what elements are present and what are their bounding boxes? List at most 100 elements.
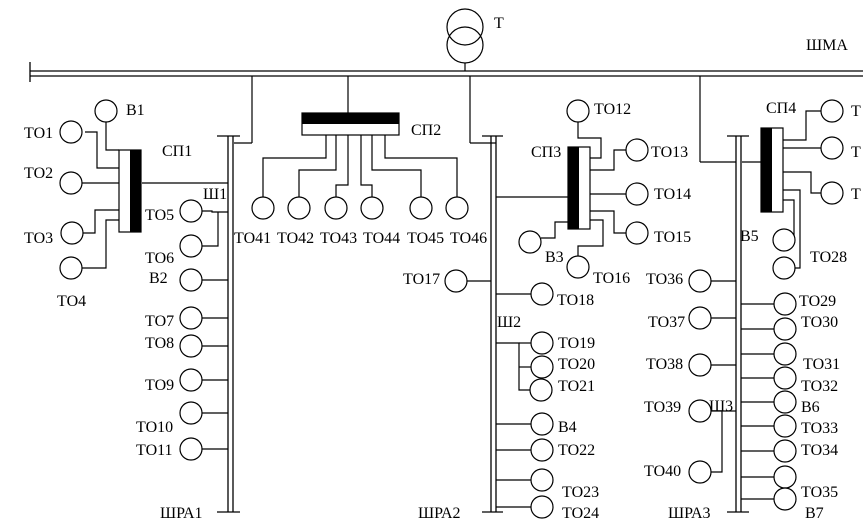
load-TO39 [688,399,712,423]
load-TO35-label: ТО35 [801,484,838,501]
load-TO31-label: ТО31 [803,356,840,373]
sp3-load-wiring [541,122,626,256]
load-T-2-label: Т [851,144,861,161]
bus-shra2-label: ШРА2 [418,505,461,522]
load-TO37 [688,306,712,330]
load-TO5-label: ТО5 [145,207,174,224]
sp2-load-wiring [262,135,458,197]
load-TO20-label: ТО20 [558,356,595,373]
load-TO41 [251,196,275,220]
load-TO1-label: ТО1 [24,125,53,142]
load-B5-label: В5 [740,228,759,245]
load-B1 [94,99,118,123]
cabinet-sp4-label: СП4 [766,100,796,117]
load-TO22 [530,438,554,462]
load-TO3 [60,221,84,245]
cabinet-sp4 [760,127,784,213]
load-TO21 [529,378,553,402]
load-B6-label: В6 [801,399,820,416]
load-TO42 [287,196,311,220]
sp1-load-wiring [82,122,119,269]
load-B3-label: В3 [545,249,564,266]
load-B1-label: В1 [126,102,145,119]
load-TO7-label: ТО7 [145,313,174,330]
load-TO36-label: ТО36 [646,271,683,288]
load-TO13-label: ТО13 [651,144,688,161]
load-TO14-label: ТО14 [654,186,691,203]
load-TO44-label: ТО44 [363,230,400,247]
load-B4 [530,412,554,436]
load-TO14 [625,182,649,206]
load-TO13 [625,138,649,162]
load-TO12 [566,99,590,123]
load-TO17 [444,269,468,293]
main-busbar [29,62,863,82]
load-TO4 [59,256,83,280]
load-TO23 [530,468,554,492]
load-TO41-label: ТО41 [234,230,271,247]
load-TO44 [360,196,384,220]
load-TO31 [773,342,797,366]
load-B5 [772,228,796,252]
load-T-3 [820,181,844,205]
cabinet-sp3-label: СП3 [531,144,561,161]
load-TO6-label: ТО6 [145,250,174,267]
load-TO9 [179,368,203,392]
load-TO45-label: ТО45 [407,230,444,247]
load-TO42-label: ТО42 [277,230,314,247]
load-TO4-label: ТО4 [57,293,86,310]
load-B3 [518,230,542,254]
load-TO6 [179,234,203,258]
load-TO2 [59,171,83,195]
load-B6 [773,390,797,414]
load-TO21-label: ТО21 [558,378,595,395]
load-TO40 [688,460,712,484]
load-TO5 [179,199,203,223]
cabinet-sp3 [567,146,591,230]
load-TO17-label: ТО17 [403,271,440,288]
load-TO37-label: ТО37 [648,314,685,331]
transformer-label: Т [494,15,504,32]
load-TO36 [688,269,712,293]
bus-shra2 [482,135,503,513]
load-TO19-label: ТО19 [558,335,595,352]
load-T-1-label: Т [851,103,861,120]
load-TO9-label: ТО9 [145,377,174,394]
shra2-load-wiring [467,280,531,508]
load-TO16 [566,255,590,279]
load-TO10 [179,401,203,425]
load-TO16-label: ТО16 [593,270,630,287]
load-TO35 [773,465,797,489]
load-B4-label: В4 [558,419,577,436]
junction-sh1-label: Ш1 [203,186,227,203]
load-TO11 [179,437,203,461]
load-TO46-label: ТО46 [450,230,487,247]
load-TO43 [324,196,348,220]
load-TO32-label: ТО32 [801,378,838,395]
shra1-load-wiring [202,210,228,450]
junction-sh3-label: Ш3 [709,398,733,415]
load-TO15-label: ТО15 [654,229,691,246]
load-TO29 [773,292,797,316]
load-TO12-label: ТО12 [594,101,631,118]
main-busbar-label: ШМА [806,37,848,54]
cabinet-sp1 [118,149,142,233]
bus-shra3 [727,135,749,513]
load-TO46 [445,196,469,220]
load-TO28 [772,256,796,280]
transformer [446,8,484,71]
load-TO29-label: ТО29 [799,293,836,310]
load-TO11-label: ТО11 [136,442,173,459]
load-TO24-label: ТО24 [562,505,599,522]
load-TO18 [530,282,554,306]
load-B7-label: В7 [805,505,824,522]
bus-shra1-label: ШРА1 [160,505,203,522]
load-TO38-label: ТО38 [646,356,683,373]
cabinet-sp2-label: СП2 [411,122,441,139]
load-B2-label: В2 [149,270,168,287]
load-TO1 [59,120,83,144]
load-TO18-label: ТО18 [557,292,594,309]
load-TO30-label: ТО30 [801,314,838,331]
load-TO39-label: ТО39 [644,399,681,416]
